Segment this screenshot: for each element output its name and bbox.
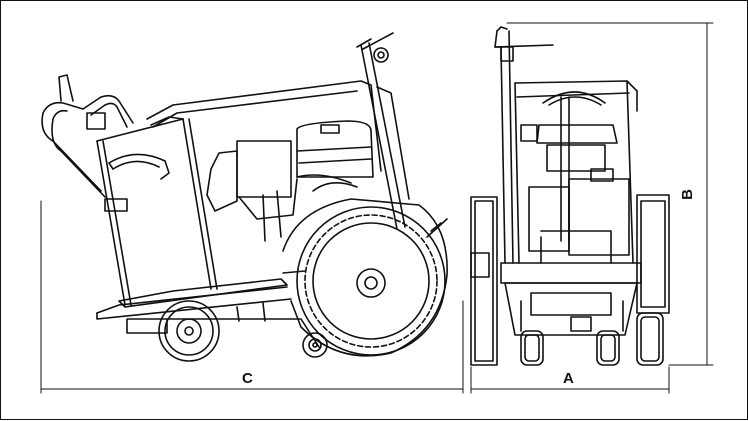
water-tank (104, 153, 170, 212)
handle (41, 74, 134, 198)
front-handle (514, 80, 638, 264)
front-chassis (500, 262, 642, 336)
dimension-label-c: C (242, 370, 253, 387)
dimension-label-b: B (678, 189, 696, 200)
dimension-a (470, 366, 670, 394)
dimension-label-a: A (563, 370, 574, 387)
dimension-b (506, 22, 714, 366)
side-view (41, 32, 448, 362)
front-view (470, 26, 670, 366)
front-mast (494, 26, 554, 264)
front-engine (528, 96, 630, 264)
blade (282, 198, 448, 357)
engine (206, 120, 374, 242)
chassis (96, 278, 320, 348)
front-wheels (520, 312, 664, 366)
front-wheel (302, 332, 328, 358)
mast (356, 32, 410, 230)
dimension-c (40, 200, 464, 394)
front-blade (470, 196, 498, 366)
engine-cover (96, 80, 382, 306)
rear-wheel (158, 300, 220, 362)
front-side-plate (636, 194, 670, 314)
